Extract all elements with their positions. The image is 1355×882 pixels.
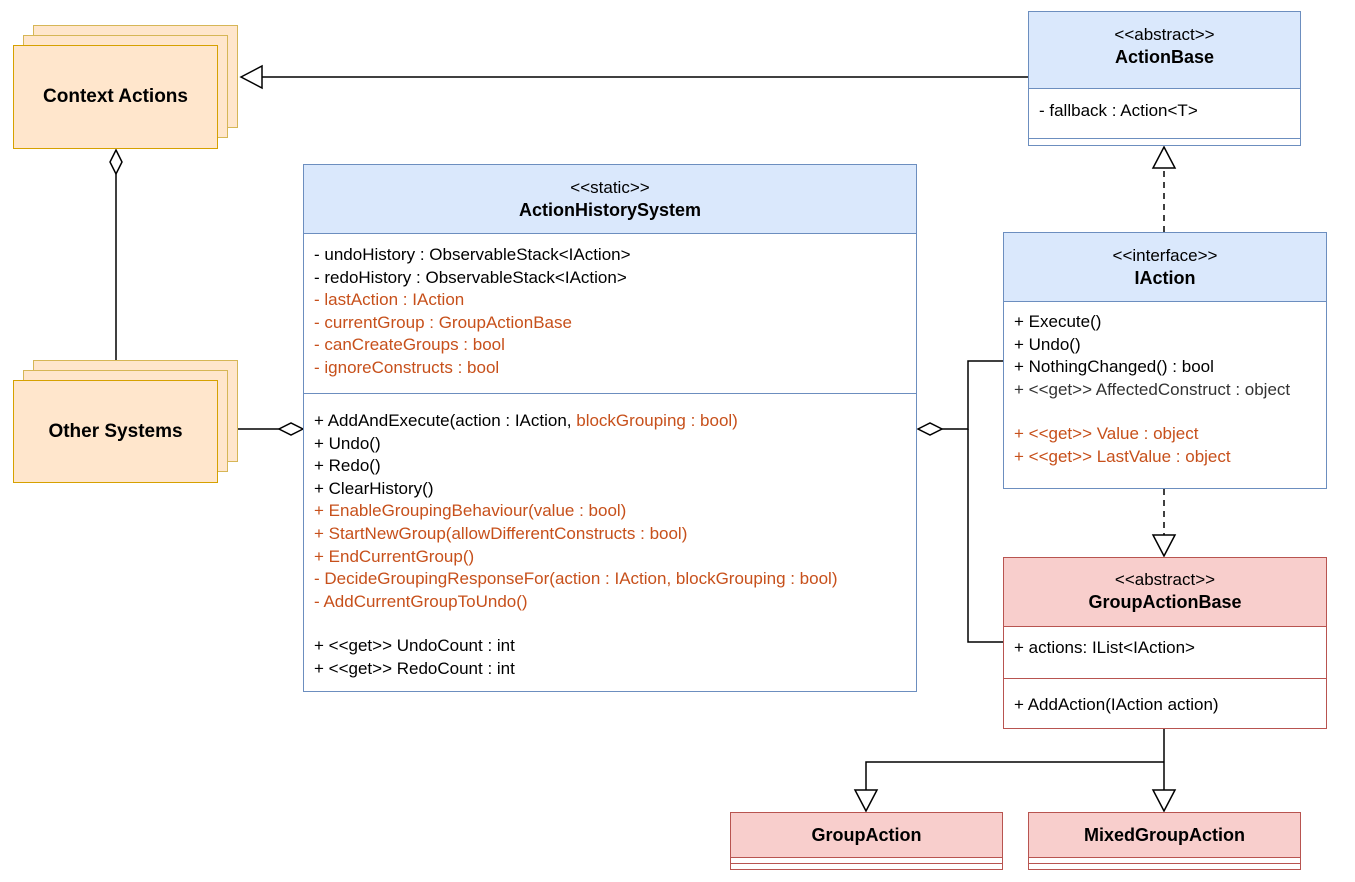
context-actions-box[interactable]: Context Actions [13,45,218,149]
property-redocount: + <<get>> RedoCount : int [314,658,515,678]
stereotype-label: <<static>> [570,178,650,197]
field-cancreategroups: - canCreateGroups : bool [314,335,505,355]
context-actions-label: Context Actions [43,86,188,107]
field-undohistory: - undoHistory : ObservableStack<IAction> [314,245,631,264]
methods-section [731,863,1002,868]
field-ignoreconstructs: - ignoreConstructs : bool [314,357,500,377]
hollow-diamond [916,422,944,436]
fields-section [731,857,1002,863]
property-affectedconstruct-name: AffectedConstruct : object [1095,379,1291,399]
field-redohistory: - redoHistory : ObservableStack<IAction> [314,267,627,287]
class-header: <<abstract>> ActionBase [1029,12,1300,88]
class-iaction[interactable]: <<interface>> IAction + Execute() + Undo… [1003,232,1327,489]
field-actions: + actions: IList<IAction> [1014,638,1195,657]
class-name: GroupAction [811,825,922,845]
method-undo: + Undo() [1014,334,1081,354]
class-header: <<static>> ActionHistorySystem [304,165,916,233]
field-currentgroup: - currentGroup : GroupActionBase [314,312,572,332]
methods-section: + AddAction(IAction action) [1004,678,1326,727]
class-mixedgroupaction[interactable]: MixedGroupAction [1028,812,1301,870]
field-fallback: - fallback : Action<T> [1039,101,1198,120]
methods-section [1029,138,1300,145]
method-addaction: + AddAction(IAction action) [1014,695,1219,714]
hollow-triangle-arrowhead [239,64,263,90]
aggregation-history-iaction [942,360,1003,430]
generalization-groupaction [865,761,1164,790]
members-section: + Execute() + Undo() + NothingChanged() … [1004,301,1326,488]
fields-section: + actions: IList<IAction> [1004,626,1326,678]
hollow-diamond [277,422,305,436]
hollow-triangle-arrowhead [853,789,879,813]
method-decidegroupingresponsefor: - DecideGroupingResponseFor(action : IAc… [314,569,838,589]
method-execute: + Execute() [1014,312,1102,331]
class-groupactionbase[interactable]: <<abstract>> GroupActionBase + actions: … [1003,557,1327,729]
fields-section: - fallback : Action<T> [1029,88,1300,138]
methods-section: + AddAndExecute(action : IAction, blockG… [304,393,916,690]
hollow-triangle-arrowhead [1151,789,1177,813]
hollow-triangle-arrowhead [1151,145,1177,169]
fields-section [1029,857,1300,863]
property-value: + <<get>> Value : object [1014,424,1199,444]
property-affectedconstruct-prefix: + <<get>> [1014,379,1096,399]
class-name: ActionBase [1114,47,1215,67]
class-header: <<interface>> IAction [1004,233,1326,301]
methods-section [1029,863,1300,868]
method-enablegroupingbehaviour: + EnableGroupingBehaviour(value : bool) [314,501,627,521]
class-actionbase[interactable]: <<abstract>> ActionBase - fallback : Act… [1028,11,1301,146]
aggregation-history-groupactionbase [967,429,1003,643]
class-header: GroupAction [731,813,1002,857]
method-nothingchanged: + NothingChanged() : bool [1014,357,1214,377]
spacer [1014,401,1316,423]
class-name: ActionHistorySystem [518,200,702,220]
class-name: GroupActionBase [1088,592,1242,612]
method-addandexecute-blockgrouping: blockGrouping : bool) [576,411,738,430]
stereotype-label: <<abstract>> [1114,25,1215,44]
method-endcurrentgroup: + EndCurrentGroup() [314,546,475,566]
class-groupaction[interactable]: GroupAction [730,812,1003,870]
stereotype-label: <<interface>> [1112,246,1218,265]
class-actionhistorysystem[interactable]: <<static>> ActionHistorySystem - undoHis… [303,164,917,692]
class-header: MixedGroupAction [1029,813,1300,857]
hollow-triangle-arrowhead [1151,534,1177,558]
property-affectedconstruct: + <<get>> AffectedConstruct : object [1014,379,1316,402]
method-addandexecute: + AddAndExecute(action : IAction, blockG… [314,410,906,433]
class-name: IAction [1134,268,1196,288]
class-name: MixedGroupAction [1084,825,1245,845]
field-lastaction: - lastAction : IAction [314,290,465,310]
other-systems-box[interactable]: Other Systems [13,380,218,483]
hollow-diamond [109,148,123,176]
spacer [314,613,906,635]
method-addcurrentgrouptoundo: - AddCurrentGroupToUndo() [314,591,528,611]
other-systems-label: Other Systems [48,420,183,442]
property-lastvalue: + <<get>> LastValue : object [1014,446,1231,466]
method-clearhistory: + ClearHistory() [314,478,434,498]
property-undocount: + <<get>> UndoCount : int [314,636,515,656]
method-startnewgroup: + StartNewGroup(allowDifferentConstructs… [314,523,688,543]
stereotype-label: <<abstract>> [1114,570,1216,589]
fields-section: - undoHistory : ObservableStack<IAction>… [304,233,916,393]
class-header: <<abstract>> GroupActionBase [1004,558,1326,626]
method-redo: + Redo() [314,456,381,476]
method-addandexecute-params: + AddAndExecute(action : IAction, [314,411,577,430]
method-undo: + Undo() [314,433,381,453]
